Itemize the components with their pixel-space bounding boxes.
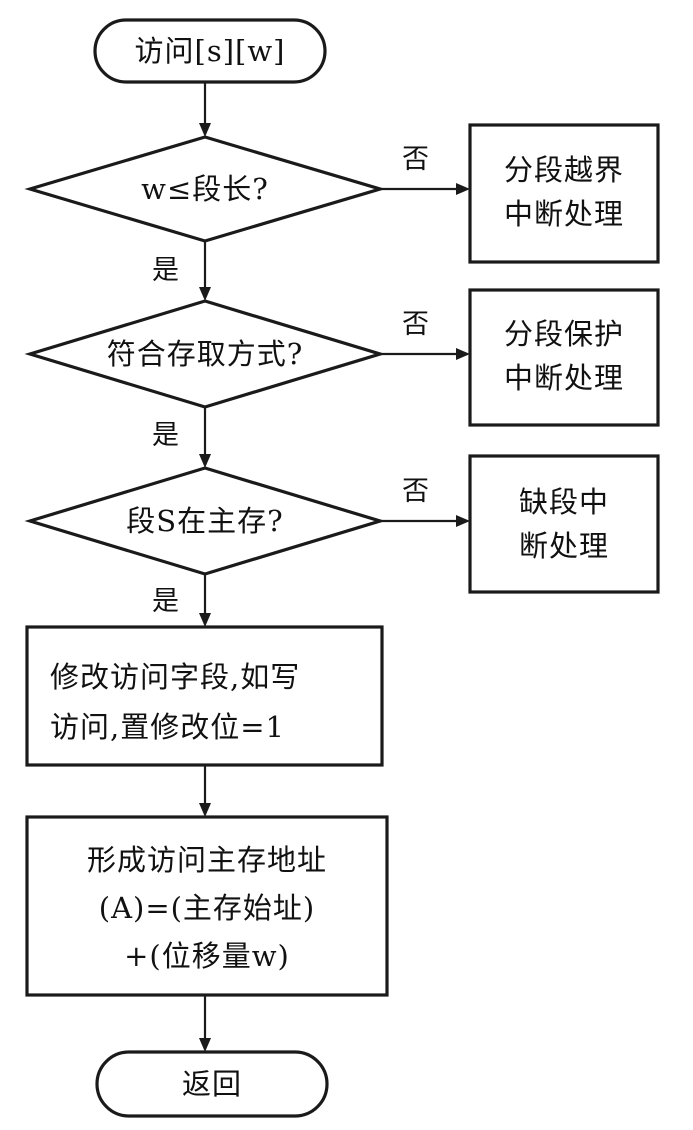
arrowhead — [199, 803, 211, 817]
seg-overflow-line-2: 中断处理 — [503, 197, 624, 231]
modify-line-2: 访问,置修改位=1 — [50, 710, 285, 744]
edge-label-yes-2: 是 — [152, 420, 180, 451]
arrowhead — [199, 454, 211, 468]
arrowhead — [199, 287, 211, 301]
decision-in-memory-label: 段S在主存? — [126, 504, 284, 538]
form-address-line-1: 形成访问主存地址 — [86, 843, 327, 877]
arrowhead — [456, 515, 470, 527]
decision-access-label: 符合存取方式? — [106, 337, 304, 371]
seg-overflow-line-1: 分段越界 — [503, 153, 624, 187]
start-terminator — [93, 18, 327, 84]
box-seg-protect — [468, 288, 660, 427]
edge-label-no-2: 否 — [402, 309, 430, 340]
start-label: 访问[s][w] — [134, 34, 286, 68]
seg-missing-line-1: 缺段中 — [518, 485, 609, 519]
edge-label-no-1: 否 — [402, 144, 430, 175]
edge-label-yes-3: 是 — [152, 586, 180, 617]
edge-label-yes-1: 是 — [152, 255, 180, 286]
box-seg-missing — [468, 454, 660, 594]
end-terminator — [95, 1050, 329, 1118]
box-seg-overflow — [468, 123, 660, 264]
edge-label-no-3: 否 — [402, 476, 430, 507]
seg-protect-line-1: 分段保护 — [503, 317, 624, 351]
seg-protect-line-2: 中断处理 — [503, 361, 624, 395]
decision-length-label: w≤段长? — [141, 172, 269, 206]
modify-line-1: 修改访问字段,如写 — [50, 660, 301, 694]
arrowhead — [456, 183, 470, 195]
arrowhead — [199, 123, 211, 137]
arrowhead — [199, 1038, 211, 1052]
seg-missing-line-2: 断处理 — [518, 529, 609, 563]
arrowhead — [456, 348, 470, 360]
form-address-line-2: (A)=(主存始址) — [98, 891, 316, 925]
box-form-address — [25, 815, 389, 997]
box-modify — [25, 625, 384, 767]
end-label: 返回 — [181, 1067, 242, 1101]
arrowhead — [199, 613, 211, 627]
form-address-line-3: +(位移量w) — [124, 939, 290, 973]
